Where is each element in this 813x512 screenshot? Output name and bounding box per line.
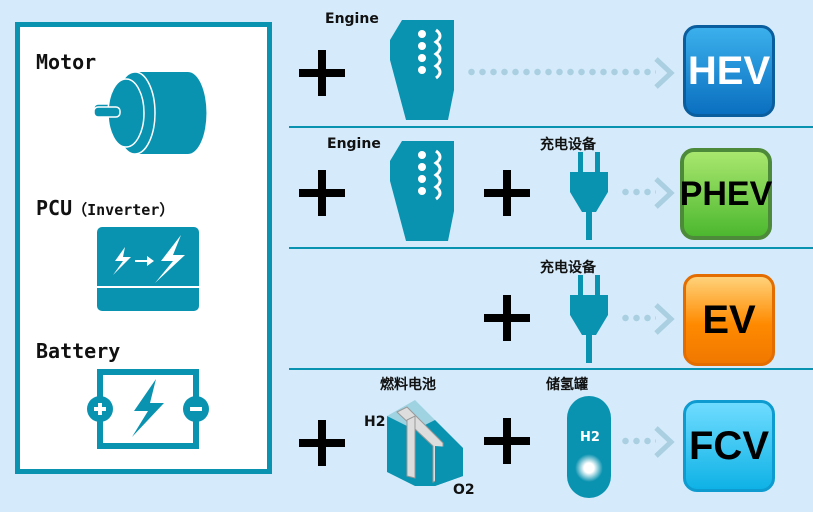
plus-icon bbox=[484, 418, 530, 464]
charger-label: 充电设备 bbox=[540, 260, 596, 276]
tank-label: 储氢罐 bbox=[546, 377, 588, 393]
row-divider bbox=[289, 247, 813, 249]
dotted-arrow bbox=[620, 314, 656, 322]
battery-label: Battery bbox=[36, 339, 121, 363]
plug-icon bbox=[570, 275, 608, 363]
chevron-right-icon bbox=[654, 57, 675, 89]
hev-badge: HEV bbox=[683, 25, 775, 117]
pcu-text: PCU bbox=[36, 196, 73, 220]
pcu-sub-text: （Inverter） bbox=[72, 201, 175, 219]
h2-label: H2 bbox=[364, 414, 386, 430]
fuel-cell-icon bbox=[387, 400, 463, 486]
ev-badge: EV bbox=[683, 274, 775, 366]
o2-label: O2 bbox=[453, 482, 475, 498]
plus-icon bbox=[484, 170, 530, 216]
inverter-icon bbox=[97, 227, 199, 311]
dotted-arrow bbox=[466, 68, 656, 76]
row-divider bbox=[289, 368, 813, 370]
engine-icon bbox=[390, 20, 454, 120]
dotted-arrow bbox=[620, 188, 656, 196]
plug-icon bbox=[570, 152, 608, 240]
plus-icon bbox=[299, 50, 345, 96]
chevron-right-icon bbox=[654, 303, 675, 335]
plus-icon bbox=[299, 420, 345, 466]
dotted-arrow bbox=[620, 437, 656, 445]
motor-label: Motor bbox=[36, 50, 97, 74]
fcv-badge: FCV bbox=[683, 400, 775, 492]
motor-icon bbox=[93, 71, 207, 155]
plus-icon bbox=[299, 170, 345, 216]
engine-label: Engine bbox=[327, 136, 381, 152]
hydrogen-tank-icon: H2 bbox=[567, 396, 611, 498]
engine-icon bbox=[390, 141, 454, 241]
phev-badge: PHEV bbox=[680, 148, 772, 240]
engine-label: Engine bbox=[325, 11, 379, 27]
charger-label: 充电设备 bbox=[540, 137, 596, 153]
fuel-cell-label: 燃料电池 bbox=[380, 377, 436, 393]
glow bbox=[575, 454, 603, 482]
battery-icon bbox=[87, 369, 209, 449]
pcu-label: PCU（Inverter） bbox=[36, 196, 174, 220]
row-divider bbox=[289, 126, 813, 128]
tank-h2-label: H2 bbox=[580, 430, 600, 445]
plus-icon bbox=[484, 295, 530, 341]
chevron-right-icon bbox=[654, 426, 675, 458]
chevron-right-icon bbox=[654, 177, 675, 209]
